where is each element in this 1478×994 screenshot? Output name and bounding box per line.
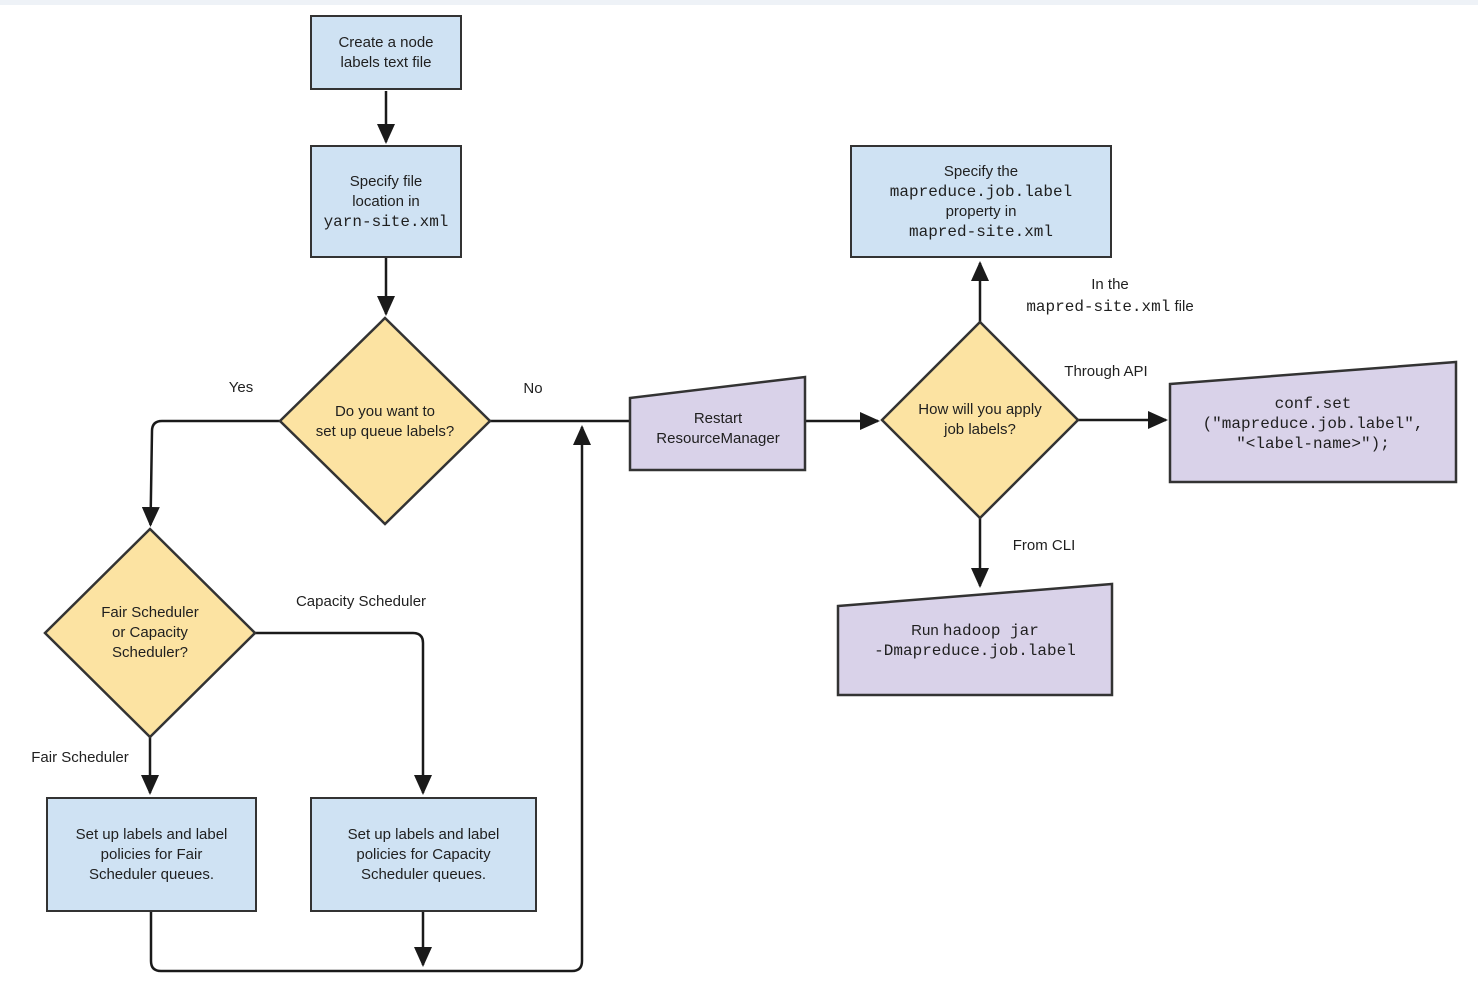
- edge-label-line: In the: [1091, 276, 1129, 293]
- process-box-fair-scheduler-setup: Set up labels and label policies for Fai…: [46, 797, 257, 912]
- decision-diamond-queue-labels: [278, 316, 492, 526]
- manual-shape-conf-set: [1168, 360, 1458, 484]
- process-text-line: policies for Fair: [100, 845, 203, 863]
- page-top-border: [0, 0, 1478, 5]
- process-text-line: Scheduler queues.: [88, 865, 215, 883]
- edge-label-line: mapred-site.xml file: [1026, 296, 1193, 318]
- connector-capacity-to-capacity-setup: [255, 631, 432, 795]
- process-text-line: property in: [945, 202, 1017, 220]
- process-text-code: mapred-site.xml: [908, 222, 1054, 241]
- edge-label-in-mapred-site-file: In the mapred-site.xml file: [1026, 274, 1193, 318]
- process-text-code: yarn-site.xml: [323, 212, 449, 231]
- process-text-line: Scheduler queues.: [360, 865, 487, 883]
- manual-shape-restart-resourcemanager: [628, 375, 807, 472]
- process-text-code: mapreduce.job.label: [889, 182, 1073, 201]
- process-box-specify-mapred-property: Specify the mapreduce.job.label property…: [850, 145, 1112, 258]
- edge-label-no: No: [523, 380, 543, 397]
- process-text-line: location in: [352, 192, 420, 210]
- process-box-create-node-labels-file: Create a node labels text file: [310, 15, 462, 90]
- decision-diamond-scheduler-choice: [43, 527, 257, 739]
- edge-label-through-api: Through API: [1064, 363, 1148, 380]
- edge-label-fair-scheduler: Fair Scheduler: [31, 749, 129, 766]
- process-text-line: Set up labels and label: [347, 825, 500, 843]
- edge-label-suffix: file: [1170, 298, 1194, 315]
- edge-label-yes: Yes: [228, 379, 254, 396]
- edge-label-capacity-scheduler: Capacity Scheduler: [295, 593, 427, 610]
- process-text-line: labels text file: [340, 53, 432, 71]
- connector-feedback-loop-to-no-line: [149, 425, 591, 973]
- process-text-line: policies for Capacity: [356, 845, 491, 863]
- process-text-line: Specify file: [349, 172, 423, 190]
- process-text-line: Specify the: [943, 162, 1019, 180]
- process-box-specify-file-location: Specify file location in yarn-site.xml: [310, 145, 462, 258]
- connector-yes-to-scheduler-decision: [141, 419, 281, 527]
- process-box-capacity-scheduler-setup: Set up labels and label policies for Cap…: [310, 797, 537, 912]
- decision-diamond-apply-job-labels: [880, 320, 1080, 520]
- process-text-line: Set up labels and label: [75, 825, 228, 843]
- process-text-line: Create a node: [338, 33, 434, 51]
- edge-label-code: mapred-site.xml: [1026, 298, 1171, 316]
- manual-shape-run-cli: [836, 582, 1114, 697]
- edge-label-from-cli: From CLI: [1012, 537, 1076, 554]
